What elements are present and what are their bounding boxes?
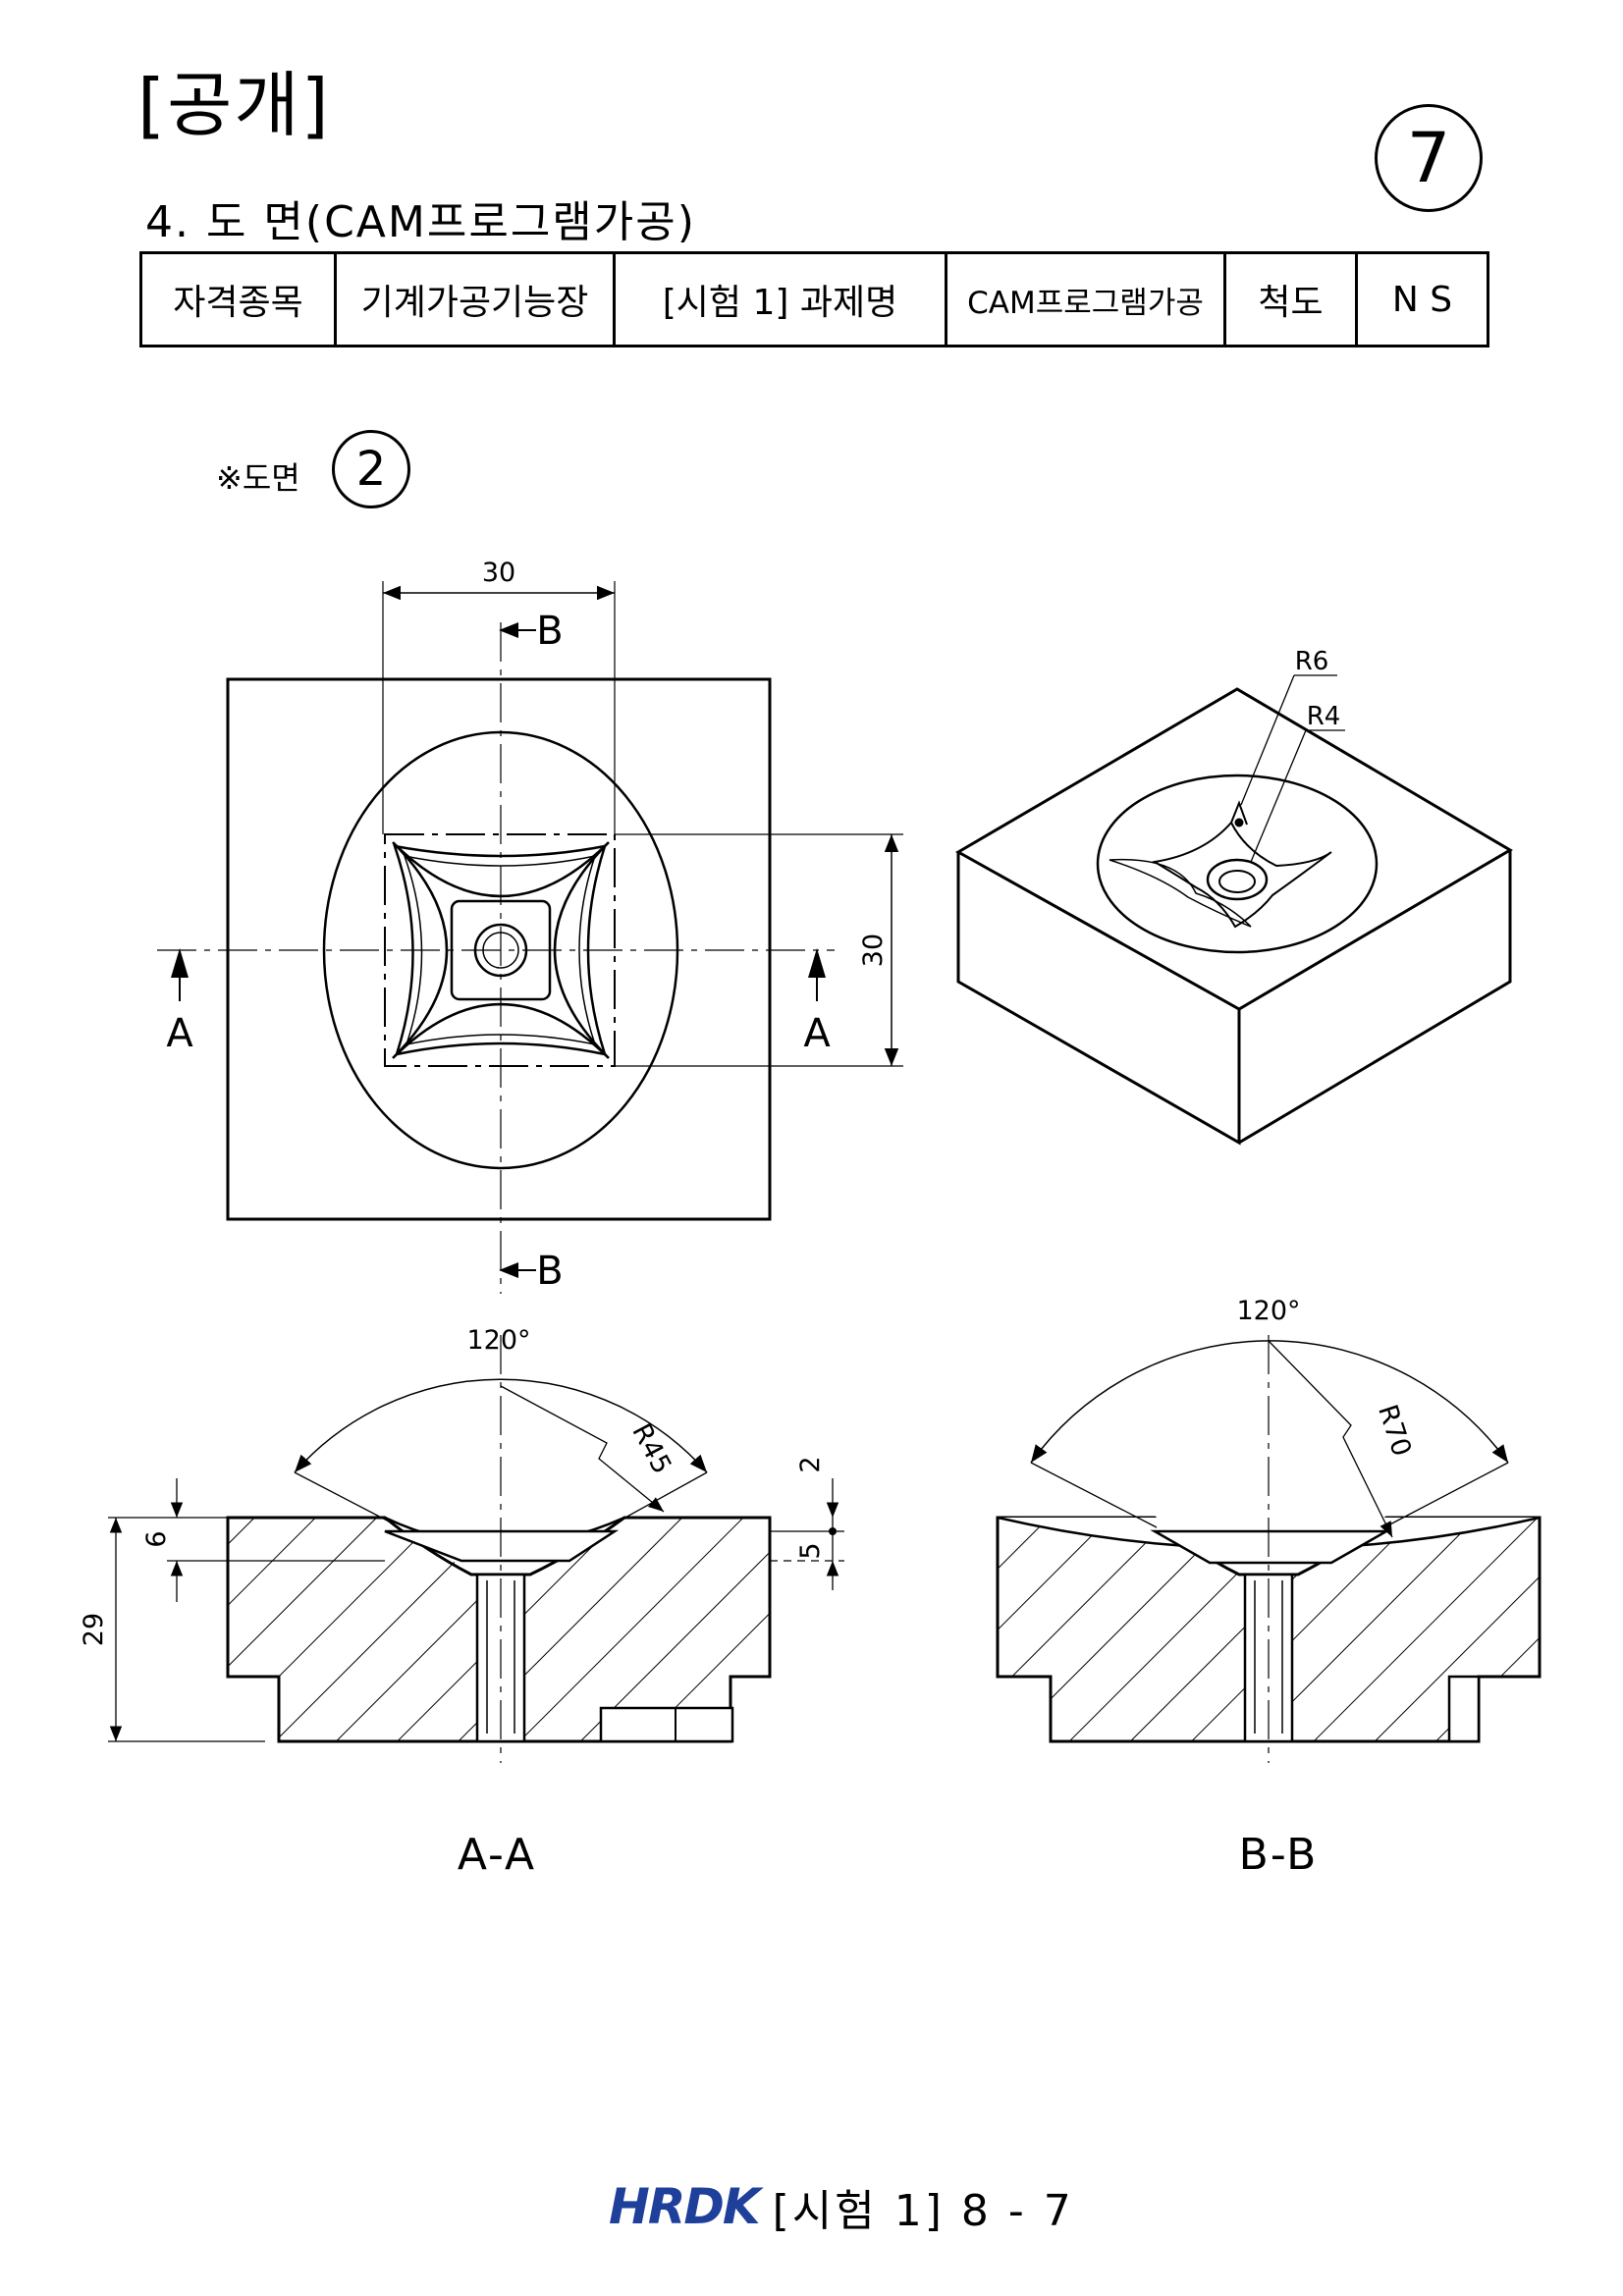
view-label-aa: A-A [458, 1830, 536, 1880]
dim-top-width: 30 [482, 558, 515, 588]
bb-angle-label: 120° [1236, 1296, 1300, 1326]
center-square-boss [450, 899, 552, 1001]
aa-dim-6: 6 [141, 1530, 172, 1547]
view-label-bb: B-B [1239, 1830, 1319, 1880]
section-bb [996, 1335, 1542, 1763]
center-hole-inner [482, 932, 519, 969]
bb-radius-label: R70 [1372, 1401, 1417, 1460]
info-table: 자격종목 기계가공기능장 [시험 1] 과제명 CAM프로그램가공 척도 N S [139, 251, 1489, 347]
aa-r45-leader [500, 1385, 665, 1513]
section-b-label-bottom: B [536, 1249, 563, 1294]
top-view [157, 581, 903, 1294]
info-cell-task-value: CAM프로그램가공 [945, 251, 1226, 347]
drawing-ref-number: 2 [332, 430, 410, 508]
star-pocket-outer [392, 841, 610, 1059]
iso-boss [1206, 858, 1269, 901]
bb-r70-leader [1268, 1340, 1393, 1538]
iso-left-face [956, 852, 1241, 1146]
footer-page-text: [시험 1] 8 - 7 [772, 2186, 1074, 2236]
page-footer: HRDK [시험 1] 8 - 7 [609, 2175, 1074, 2238]
top-view-outline [226, 677, 772, 1221]
info-cell-scale-value: N S [1355, 251, 1489, 347]
isometric-view [954, 674, 1513, 1146]
top-view-square-pocket [384, 833, 616, 1067]
aa-dim-5: 5 [795, 1542, 826, 1559]
document-tag: [공개] [137, 64, 331, 146]
iso-right-face [1238, 850, 1512, 1145]
iso-r4-label: R4 [1307, 702, 1341, 731]
page-marker: 7 [1375, 104, 1483, 212]
section-aa [108, 1335, 844, 1763]
bb-angle-arc [1030, 1340, 1509, 1464]
drawing-ref-label: ※도면 [216, 459, 300, 497]
aa-radius-label: R45 [625, 1418, 676, 1478]
aa-angle-label: 120° [466, 1325, 530, 1356]
star-pocket [393, 844, 607, 1056]
section-title: 4. 도 면(CAM프로그램가공) [145, 197, 696, 247]
hrdk-logo: HRDK [609, 2178, 761, 2235]
info-cell-task-label: [시험 1] 과제명 [613, 251, 947, 347]
leader-r6 [1240, 674, 1295, 806]
aa-angle-arc [294, 1378, 708, 1473]
section-a-label-right: A [803, 1011, 831, 1056]
leader-r4 [1250, 729, 1307, 863]
section-b-label-top: B [536, 609, 563, 654]
aa-dim-2: 2 [795, 1456, 826, 1472]
section-a-label-left: A [166, 1011, 193, 1056]
info-row: 자격종목 기계가공기능장 [시험 1] 과제명 CAM프로그램가공 척도 N S [139, 251, 1489, 347]
info-cell-category-label: 자격종목 [139, 251, 337, 347]
iso-top-face [954, 687, 1513, 1011]
iso-r6-label: R6 [1295, 647, 1329, 676]
star-pocket-inner [403, 854, 597, 1045]
info-cell-category-value: 기계가공기능장 [334, 251, 616, 347]
center-hole [473, 923, 528, 978]
info-cell-scale-label: 척도 [1223, 251, 1358, 347]
dim-top-height: 30 [858, 934, 889, 967]
iso-pocket [1096, 774, 1379, 954]
aa-dim-29: 29 [79, 1613, 109, 1646]
